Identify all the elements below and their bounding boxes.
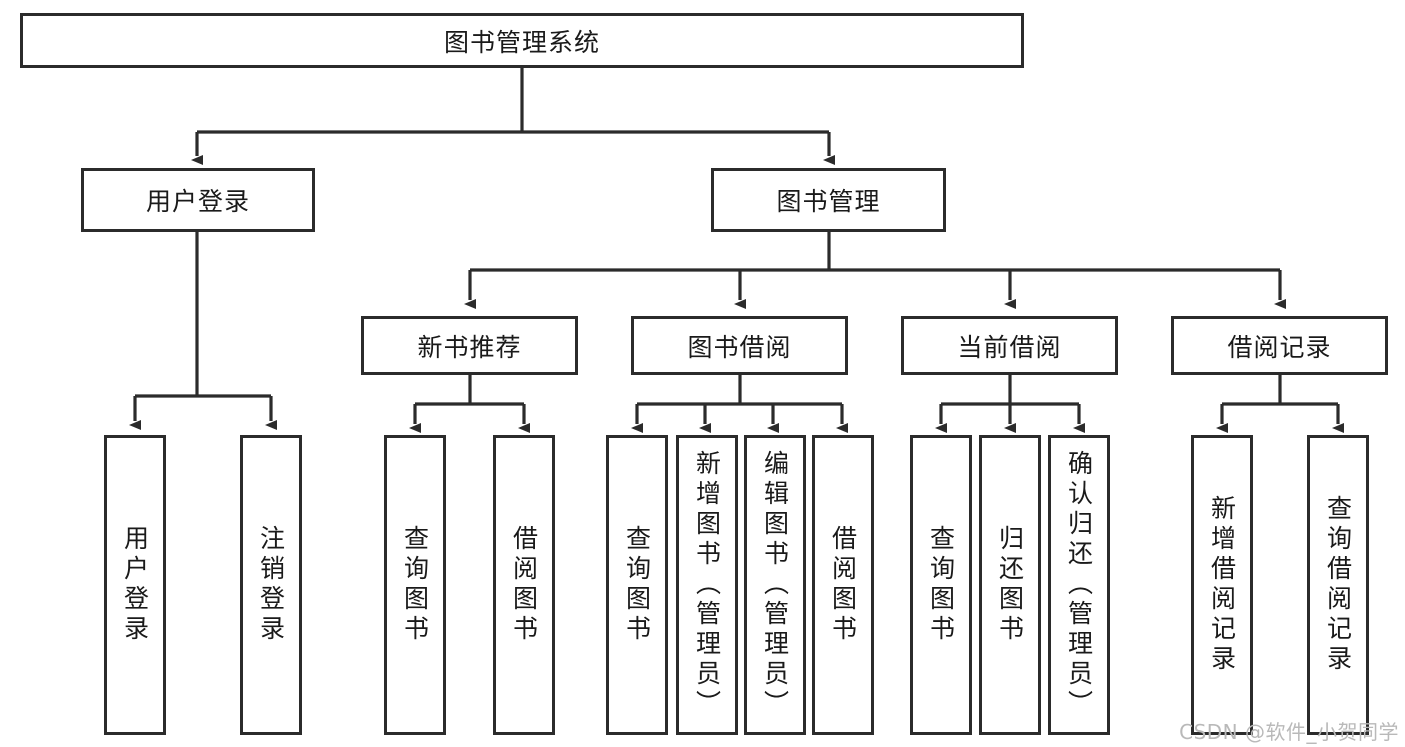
node-label: 查询图书 [400, 525, 430, 645]
watermark: CSDN @软件_小贺同学 [1179, 720, 1399, 744]
node-label: 图书借阅 [687, 332, 792, 362]
node-label: 用户登录 [120, 525, 150, 645]
node-label: 借阅图书 [828, 525, 858, 645]
leaf-current-confirm-return-admin[interactable]: 确认归还（管理员） [1048, 435, 1110, 735]
leaf-borrow-edit-book-admin[interactable]: 编辑图书（管理员） [744, 435, 806, 735]
leaf-borrow-add-book-admin[interactable]: 新增图书（管理员） [676, 435, 738, 735]
leaf-record-add-record[interactable]: 新增借阅记录 [1191, 435, 1253, 735]
node-user-login[interactable]: 用户登录 [81, 168, 315, 232]
node-label: 用户登录 [145, 187, 250, 216]
node-label: 借阅记录 [1227, 332, 1332, 362]
node-label: 查询图书 [926, 525, 956, 645]
node-root-book-management-system[interactable]: 图书管理系统 [20, 13, 1024, 68]
node-label: 查询借阅记录 [1323, 495, 1353, 675]
node-label: 查询图书 [622, 525, 652, 645]
leaf-record-query-record[interactable]: 查询借阅记录 [1307, 435, 1369, 735]
node-label: 图书管理 [776, 187, 881, 216]
leaf-borrow-query-book[interactable]: 查询图书 [606, 435, 668, 735]
node-label: 图书管理系统 [443, 27, 600, 57]
node-new-book-recommend[interactable]: 新书推荐 [361, 316, 578, 375]
node-label: 新增借阅记录 [1207, 495, 1237, 675]
node-label: 归还图书 [995, 525, 1025, 645]
leaf-user-login-login[interactable]: 用户登录 [104, 435, 166, 735]
node-label: 借阅图书 [509, 525, 539, 645]
leaf-recommend-borrow-book[interactable]: 借阅图书 [493, 435, 555, 735]
node-label: 新增图书（管理员） [692, 450, 722, 720]
node-book-borrow[interactable]: 图书借阅 [631, 316, 848, 375]
leaf-current-query-book[interactable]: 查询图书 [910, 435, 972, 735]
node-label: 注销登录 [256, 525, 286, 645]
node-label: 编辑图书（管理员） [760, 450, 790, 720]
leaf-user-login-logout[interactable]: 注销登录 [240, 435, 302, 735]
node-label: 当前借阅 [957, 332, 1062, 362]
leaf-borrow-borrow-book[interactable]: 借阅图书 [812, 435, 874, 735]
node-book-management[interactable]: 图书管理 [711, 168, 946, 232]
leaf-current-return-book[interactable]: 归还图书 [979, 435, 1041, 735]
leaf-recommend-query-book[interactable]: 查询图书 [384, 435, 446, 735]
node-current-borrow[interactable]: 当前借阅 [901, 316, 1118, 375]
node-label: 新书推荐 [417, 332, 522, 362]
node-borrow-record[interactable]: 借阅记录 [1171, 316, 1388, 375]
node-label: 确认归还（管理员） [1064, 450, 1094, 720]
